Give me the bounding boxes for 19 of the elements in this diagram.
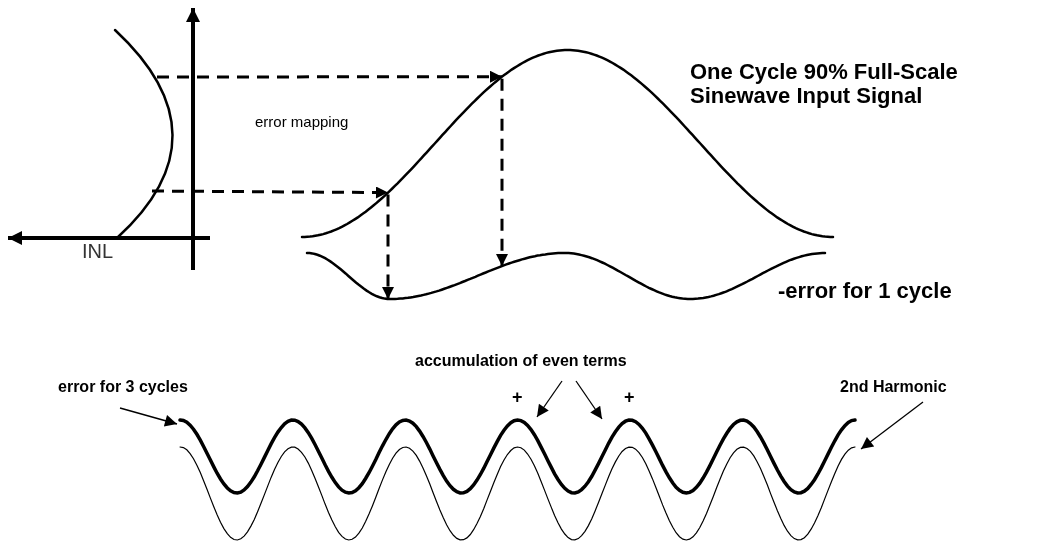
- leader-arrow: [860, 401, 924, 450]
- callout-text: accumulation of even terms: [415, 352, 627, 370]
- leader-arrow: [536, 380, 563, 418]
- dashed-arrow: [157, 70, 502, 83]
- callout-text: 2nd Harmonic: [840, 378, 947, 396]
- dashed-arrow: [382, 194, 394, 299]
- callout-text: error for 3 cycles: [58, 378, 188, 396]
- harmonic-wave: [179, 446, 856, 541]
- mapping-label: error mapping: [255, 114, 349, 131]
- wave-label: -error for 1 cycle: [778, 279, 952, 304]
- dashed-arrow: [152, 186, 388, 199]
- signal-title: One Cycle 90% Full-Scale Sinewave Input Signal: [690, 60, 959, 109]
- leader-arrow: [119, 407, 178, 427]
- leader-arrow: [575, 380, 603, 420]
- plus-sign: +: [512, 388, 523, 408]
- dashed-arrow: [496, 78, 508, 267]
- axis-label: INL: [82, 240, 114, 262]
- error-wave: [178, 418, 857, 495]
- plus-sign: +: [624, 388, 635, 408]
